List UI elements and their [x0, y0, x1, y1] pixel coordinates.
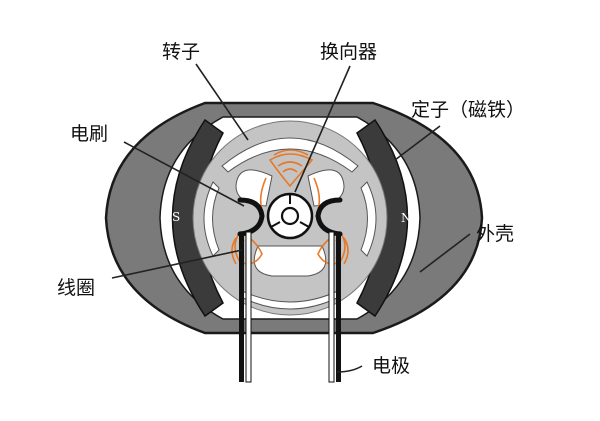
leader-coil [111, 249, 243, 279]
label-commutator: 换向器 [320, 41, 377, 63]
label-rotor: 转子 [162, 41, 200, 63]
label-housing: 外壳 [476, 223, 514, 245]
label-coil: 线圈 [57, 277, 95, 299]
pole-s-label: S [172, 210, 180, 224]
coil-windings [231, 149, 349, 265]
electrode-left [239, 232, 244, 382]
rotor-arm-bottom [253, 245, 327, 277]
leader-rotor [195, 63, 249, 141]
leader-lines [111, 63, 471, 373]
commutator-segments [270, 194, 310, 228]
shaft [280, 206, 300, 226]
leader-stator [394, 125, 441, 161]
rotor-slot-right [360, 181, 377, 257]
leader-housing [419, 233, 471, 273]
leader-brush [123, 141, 245, 207]
leader-commutator [294, 65, 351, 193]
pole-n-label: N [401, 211, 412, 225]
label-stator: 定子（磁铁） [411, 99, 525, 121]
electrode-right-inner [328, 231, 335, 383]
label-brush: 电刷 [70, 123, 108, 145]
electrode-left-inner [245, 231, 252, 383]
electrode-right [336, 232, 341, 382]
rotor-slot-top [221, 137, 359, 173]
leader-electrode [336, 365, 363, 373]
label-electrode: 电极 [372, 355, 410, 377]
rotor-slot-left [203, 181, 220, 257]
